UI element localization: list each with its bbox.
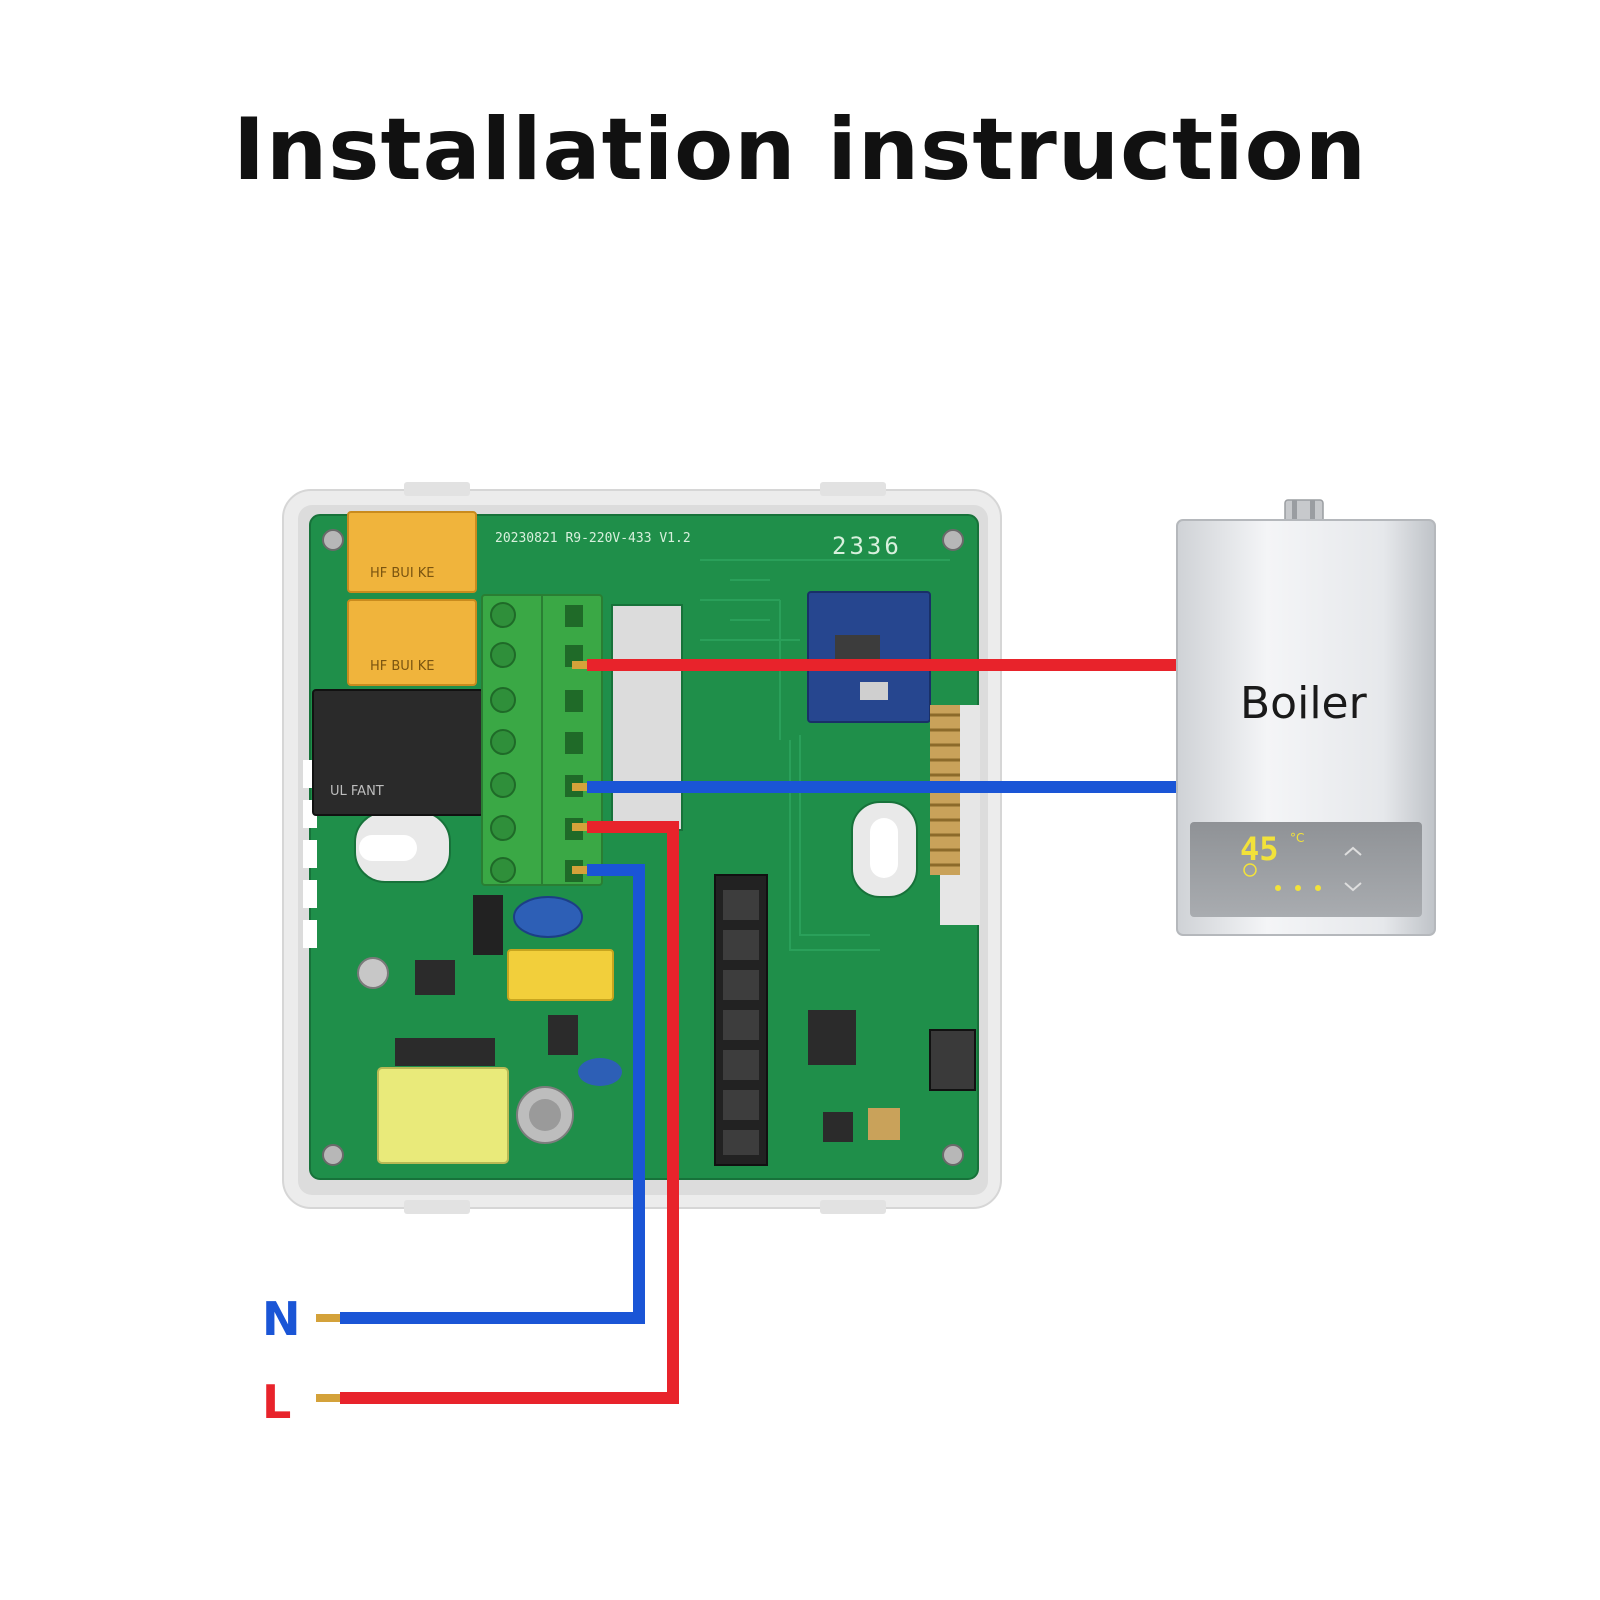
power-icon bbox=[1243, 863, 1257, 877]
live-label: L bbox=[262, 1375, 291, 1429]
relay-1-label: HF BUI KE bbox=[370, 566, 435, 581]
mains-wires bbox=[316, 821, 679, 1404]
boiler: 45 °C bbox=[1176, 499, 1436, 936]
pcb-code: 2336 bbox=[832, 532, 902, 560]
boiler-label: Boiler bbox=[1240, 678, 1368, 729]
terminal-block bbox=[481, 594, 603, 886]
neutral-label: N bbox=[262, 1292, 301, 1346]
chevron-up-icon bbox=[1344, 846, 1362, 856]
live-wire-mains bbox=[340, 821, 679, 1404]
relay-2-label: HF BUI KE bbox=[370, 659, 435, 674]
pcb-label: 20230821 R9-220V-433 V1.2 bbox=[495, 531, 691, 546]
page-title: Installation instruction bbox=[233, 100, 1367, 200]
boiler-temp-unit: °C bbox=[1290, 831, 1304, 845]
relay-3: UL FANT bbox=[312, 689, 484, 816]
flame-icon bbox=[1295, 885, 1301, 891]
boiler-wires bbox=[572, 659, 1177, 793]
boiler-temp-display: 45 bbox=[1240, 830, 1279, 868]
boiler-control-panel bbox=[1190, 822, 1422, 917]
display-connector bbox=[714, 874, 768, 1166]
neutral-wire-mains bbox=[340, 864, 645, 1324]
chevron-down-icon bbox=[1344, 882, 1362, 892]
mode-icon bbox=[1275, 885, 1281, 891]
power-components bbox=[357, 895, 976, 1164]
water-icon bbox=[1315, 885, 1321, 891]
rf-module bbox=[807, 591, 931, 723]
relay-3-label: UL FANT bbox=[330, 784, 384, 799]
relay-1: HF BUI KE bbox=[347, 511, 477, 593]
relay-2: HF BUI KE bbox=[347, 599, 477, 686]
